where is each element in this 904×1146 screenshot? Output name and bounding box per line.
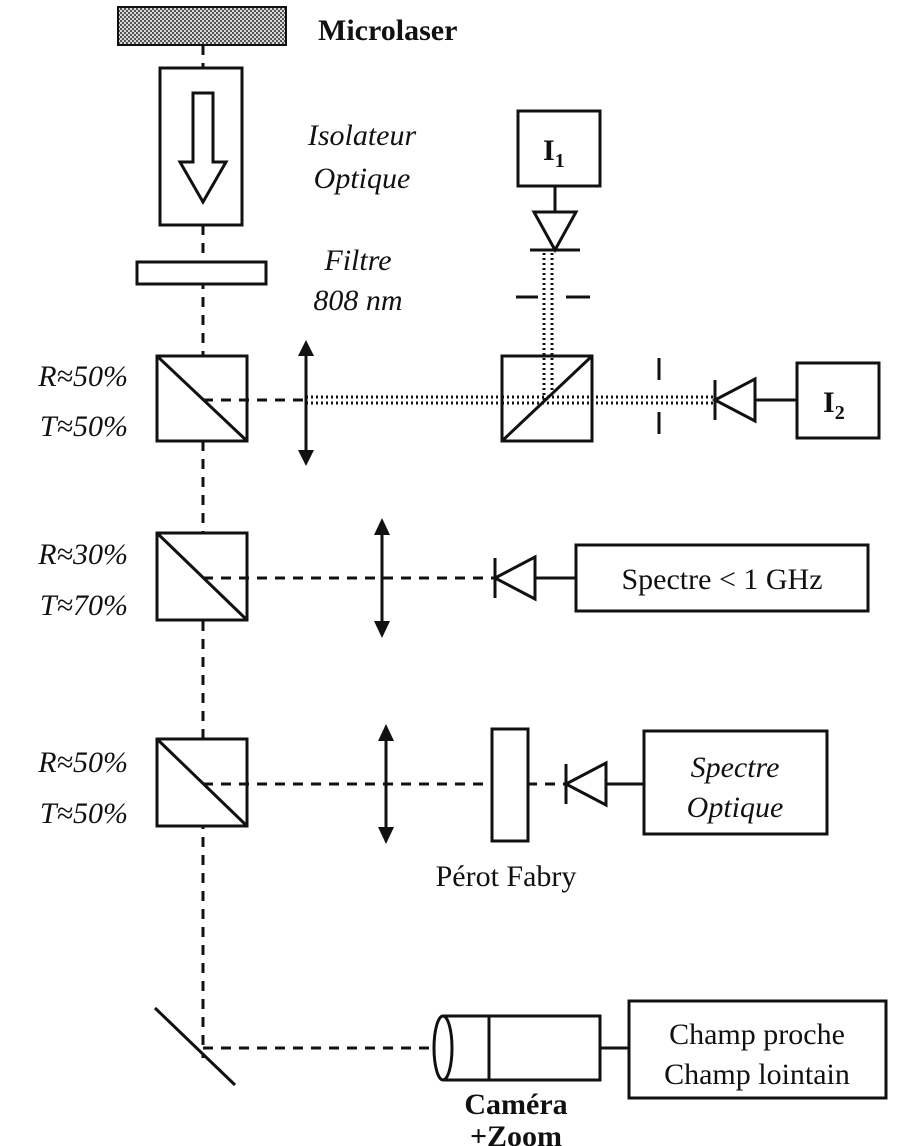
camera-label-line2: +Zoom [470,1120,562,1146]
bs3-reflectance: R≈50% [37,746,128,779]
detector-i1-box [516,109,602,188]
fabry-perot-label: Pérot Fabry [436,860,577,893]
filter-label-line2: 808 nm [313,284,402,317]
detector-i2-box [795,361,881,440]
lens-2-top-arrow-icon [374,518,390,535]
detector-i2-label: I2 [823,386,845,424]
lens-2-bottom-arrow-icon [374,621,390,638]
beam-splitter-3-diagonal [155,737,249,828]
spectrum-optical-label-line1: Spectre [691,751,780,784]
bs1-transmittance: T≈50% [40,410,128,443]
spectrum-optical-label-line2: Optique [687,791,784,824]
lens-1-bottom-arrow-icon [298,450,314,466]
camera-lens-front [432,1014,454,1082]
bs1-reflectance: R≈50% [37,360,128,393]
mirror [153,1006,237,1087]
isolator-label-line1: Isolateur [307,119,417,152]
photodiode-rf-icon [491,554,537,602]
lens-3-bottom-arrow-icon [378,827,394,844]
bs2-reflectance: R≈30% [37,538,128,571]
camera-label-line1: Caméra [464,1088,567,1121]
down-arrow-icon [177,91,229,206]
isolator-label-line2: Optique [314,162,411,195]
microlaser-label: Microlaser [318,14,457,47]
bs2-transmittance: T≈70% [40,589,128,622]
detector-i1-label: I1 [543,134,565,172]
field-label-line2: Champ lointain [664,1058,850,1091]
beam-splitter-2-diagonal [155,531,249,622]
fabry-perot-etalon [490,727,530,843]
photodiode-i2-icon [711,376,757,424]
spectrum-optical-box [642,729,829,836]
lens-3-top-arrow-icon [378,724,394,741]
photodiode-opt-icon [562,760,608,808]
camera-body [487,1014,602,1082]
filter-plate [135,260,268,286]
spectrum-rf-box [574,543,870,613]
field-box [627,999,888,1100]
microlaser-source [117,6,287,46]
filter-label-line1: Filtre [323,244,391,277]
field-label-line1: Champ proche [669,1018,845,1051]
photodiode-i1-icon [531,210,579,254]
spectrum-rf-label: Spectre < 1 GHz [621,563,822,596]
bs3-transmittance: T≈50% [40,797,128,830]
beam-splitter-1-diagonal [155,354,249,443]
lens-1-top-arrow-icon [298,340,314,356]
